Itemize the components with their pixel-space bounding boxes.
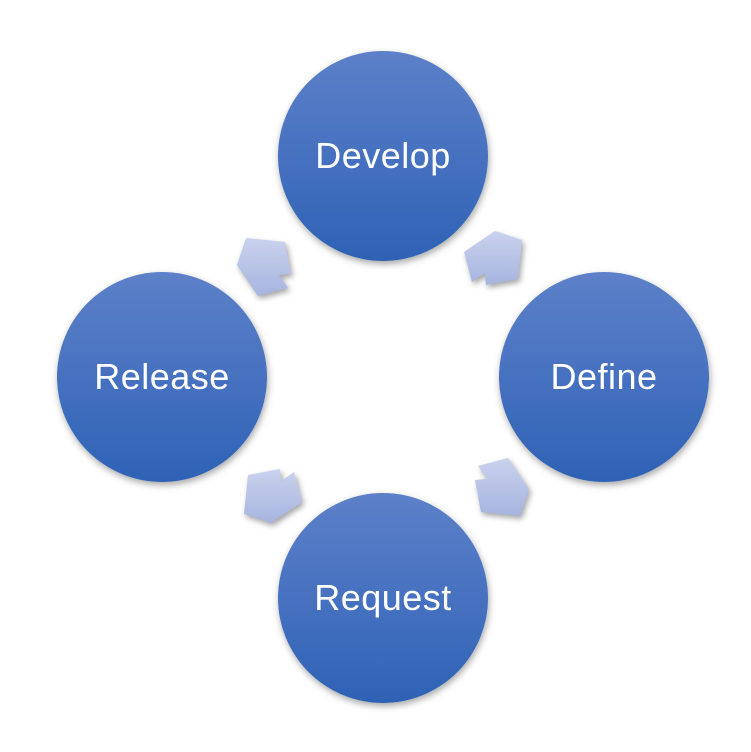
cycle-node-define: Define [499, 272, 709, 482]
node-label-develop: Develop [315, 135, 451, 176]
arrow-release-to-develop [237, 238, 291, 296]
cycle-node-release: Release [57, 272, 267, 482]
cycle-node-develop: Develop [278, 51, 488, 261]
cycle-node-request: Request [278, 493, 488, 703]
node-label-define: Define [550, 356, 658, 397]
node-label-release: Release [94, 356, 230, 397]
arrow-request-to-release [244, 469, 302, 523]
node-label-request: Request [314, 577, 452, 618]
arrow-develop-to-define [464, 231, 522, 285]
arrow-define-to-request [475, 458, 529, 516]
